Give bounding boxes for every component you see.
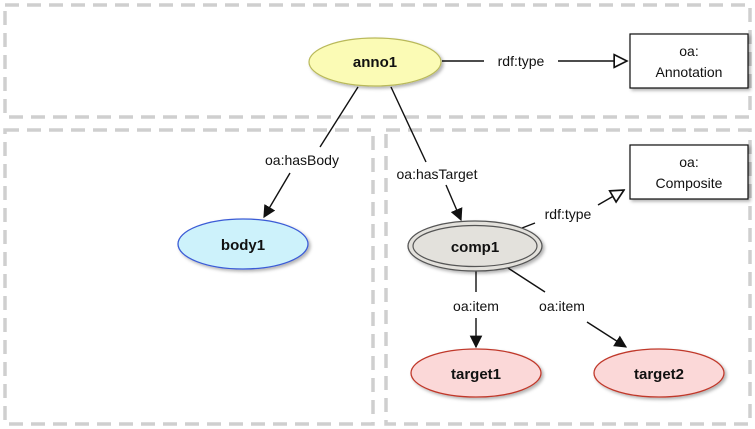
has-target-edge-a [390, 86, 427, 163]
target-region [384, 128, 752, 426]
item2-label: oa:item [539, 298, 585, 314]
comp1-node: comp1 [407, 220, 543, 272]
has-body-label: oa:hasBody [265, 152, 339, 168]
comp-type-label: rdf:type [545, 206, 592, 222]
composite-class-name: Composite [656, 175, 723, 191]
body1-label: body1 [221, 237, 265, 254]
annotation-class-name: Annotation [656, 64, 723, 80]
body1-node: body1 [177, 218, 309, 270]
annotation-class-box: oa: Annotation [629, 33, 749, 89]
composite-class-prefix: oa: [679, 154, 698, 170]
target2-label: target2 [634, 366, 684, 383]
annotation-region [3, 3, 752, 119]
item2-edge-b [586, 321, 628, 348]
body-region [3, 128, 375, 426]
has-target-edge-b [445, 184, 463, 222]
target1-label: target1 [451, 366, 501, 383]
target1-node: target1 [410, 348, 542, 398]
has-body-edge-a [319, 86, 359, 148]
annotation-class-prefix: oa: [679, 43, 698, 59]
has-target-label: oa:hasTarget [397, 166, 478, 182]
comp-type-edge-b [597, 190, 624, 206]
item1-label: oa:item [453, 298, 499, 314]
has-body-edge-b [263, 172, 291, 219]
anno-type-label: rdf:type [498, 53, 545, 69]
comp-type-edge-a [521, 222, 536, 229]
anno1-label: anno1 [353, 54, 397, 71]
comp1-label: comp1 [451, 239, 499, 256]
item2-edge-a [507, 267, 546, 293]
target2-node: target2 [593, 348, 725, 398]
anno1-node: anno1 [308, 37, 442, 87]
composite-class-box: oa: Composite [629, 144, 749, 200]
